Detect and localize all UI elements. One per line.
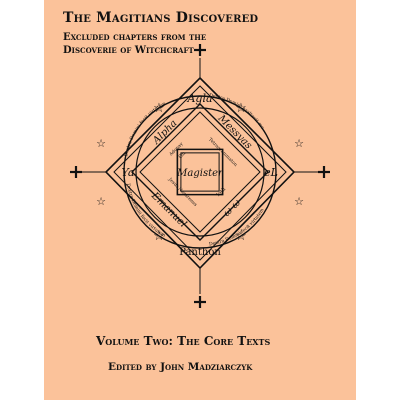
name-bottom: Panthon [179, 247, 221, 258]
name-ioth: Ioth [216, 186, 228, 198]
cross-right [318, 166, 330, 178]
star-icon: ☆ [294, 137, 304, 150]
cross-left [70, 166, 82, 178]
star-icon: ☆ [294, 195, 304, 208]
star-icon: ☆ [235, 229, 247, 244]
star-icon: ☆ [96, 137, 106, 150]
middle-diamond [131, 103, 269, 241]
outer-circle [123, 95, 277, 249]
subtitle-line-1: Excluded chapters from the [63, 32, 207, 43]
book-subtitle: Excluded chapters from the Discoverie of… [63, 31, 206, 57]
book-cover: The Magitians Discovered Excluded chapte… [44, 0, 356, 400]
star-icon: ☆ [235, 101, 247, 116]
inner-circle [135, 107, 265, 237]
crosses [70, 44, 330, 308]
name-on: On [178, 150, 188, 160]
middle-diamond-line [139, 111, 261, 233]
name-left: Ya [122, 166, 135, 179]
name-right: eL [264, 166, 278, 179]
name-center: Magister [176, 168, 224, 179]
subtitle-line-2: Discoverie of Witchcraft [63, 45, 194, 56]
star-icon: ☆ [153, 229, 165, 244]
cross-bottom [194, 296, 206, 308]
star-icon: ☆ [153, 101, 165, 116]
name-top: Agla [186, 92, 212, 105]
magical-sigil-illustration: ☆ ☆ ☆ ☆ ☆ ☆ ☆ ☆ Agla Ya eL Panthon Magis… [70, 44, 330, 308]
editor-credit: Edited by John Madziarczyk [108, 361, 253, 373]
stars: ☆ ☆ ☆ ☆ ☆ ☆ ☆ ☆ [96, 101, 304, 244]
book-title: The Magitians Discovered [63, 10, 259, 26]
volume-title: Volume Two: The Core Texts [96, 334, 271, 348]
cross-top [194, 44, 206, 56]
central-square [176, 148, 224, 196]
star-icon: ☆ [96, 195, 106, 208]
central-square-inner [180, 152, 220, 192]
